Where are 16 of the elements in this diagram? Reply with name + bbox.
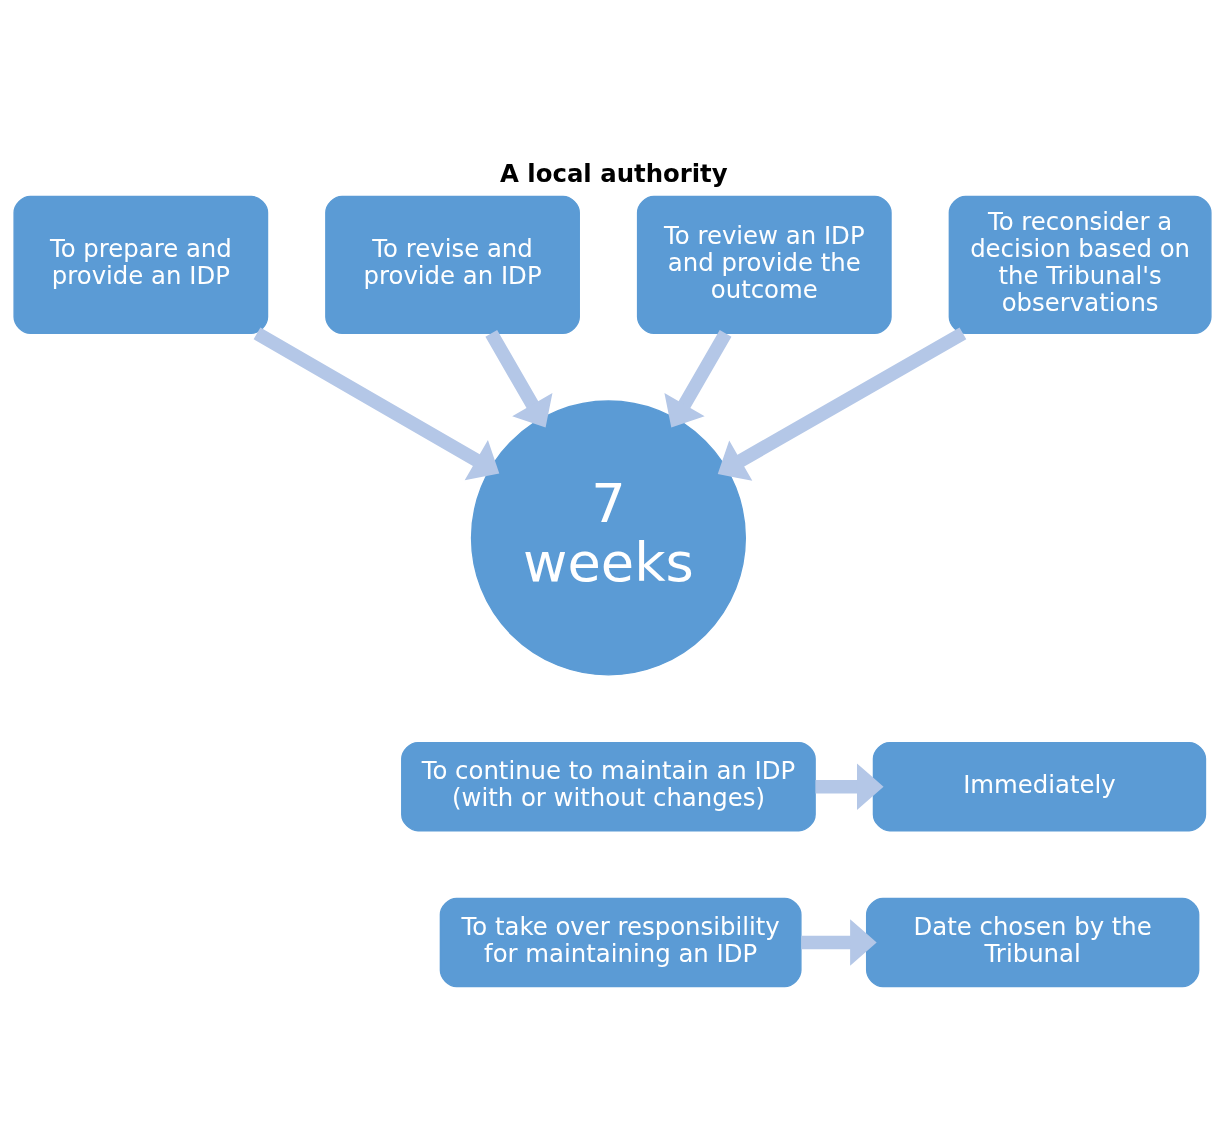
node-circle: 7 weeks <box>470 399 746 675</box>
node-box: To take over responsibility for maintaining an IDP <box>439 897 802 987</box>
arrow <box>664 329 732 428</box>
arrow <box>485 329 553 428</box>
node-box: To review an IDP and provide the outcome <box>636 195 892 334</box>
node-box: Date chosen by the Tribunal <box>865 897 1200 987</box>
arrow <box>815 762 884 810</box>
arrow <box>717 327 967 481</box>
node-box: To revise and provide an IDP <box>325 195 580 334</box>
node-box: To prepare and provide an IDP <box>13 195 269 334</box>
node-box: To reconsider a decision based on the Tribunal's observations <box>948 195 1212 334</box>
arrow <box>253 327 500 480</box>
arrow <box>801 918 877 966</box>
diagram-title: A local authority <box>500 158 728 188</box>
node-box: To continue to maintain an IDP (with or without changes) <box>401 741 816 831</box>
node-box: Immediately <box>872 741 1207 831</box>
